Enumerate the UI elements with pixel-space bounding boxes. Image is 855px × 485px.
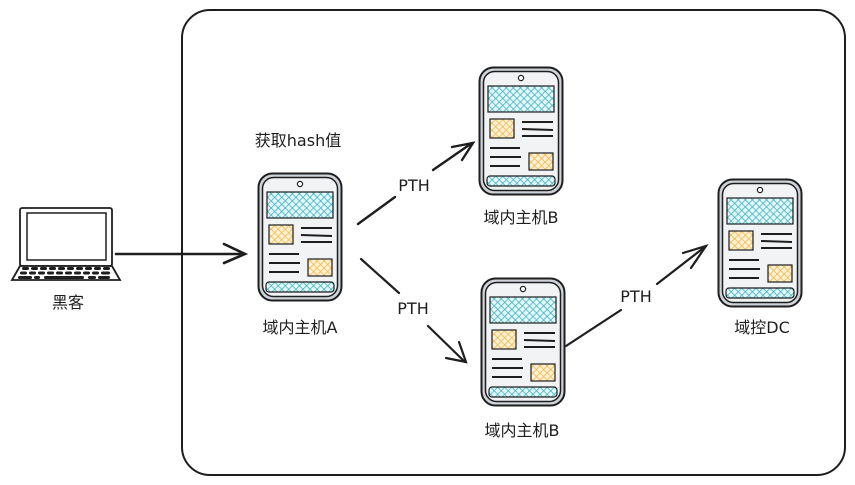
edge-label-pth: PTH [398, 176, 429, 195]
hostB1-label: 域内主机B [484, 208, 559, 227]
edge-label-pth: PTH [397, 299, 428, 318]
hacker-label: 黑客 [52, 293, 84, 312]
laptop-icon [10, 207, 122, 281]
tablet-icon [478, 66, 564, 196]
edge-label-pth: PTH [620, 287, 651, 306]
hostA-label: 域内主机A [263, 318, 338, 337]
tablet-icon [257, 172, 343, 302]
domain-boundary [181, 9, 846, 476]
edge-hostA-to-hostB1 [356, 141, 476, 226]
edge-hacker-to-hostA [114, 242, 249, 265]
hostA-note: 获取hash值 [255, 131, 341, 150]
tablet-icon [717, 178, 803, 308]
edge-hostA-to-hostB2 [359, 257, 468, 364]
dc-label: 域控DC [734, 318, 790, 337]
edge-hostB2-to-dc [564, 244, 709, 348]
hostB2-label: 域内主机B [485, 421, 560, 440]
tablet-icon [480, 277, 566, 407]
